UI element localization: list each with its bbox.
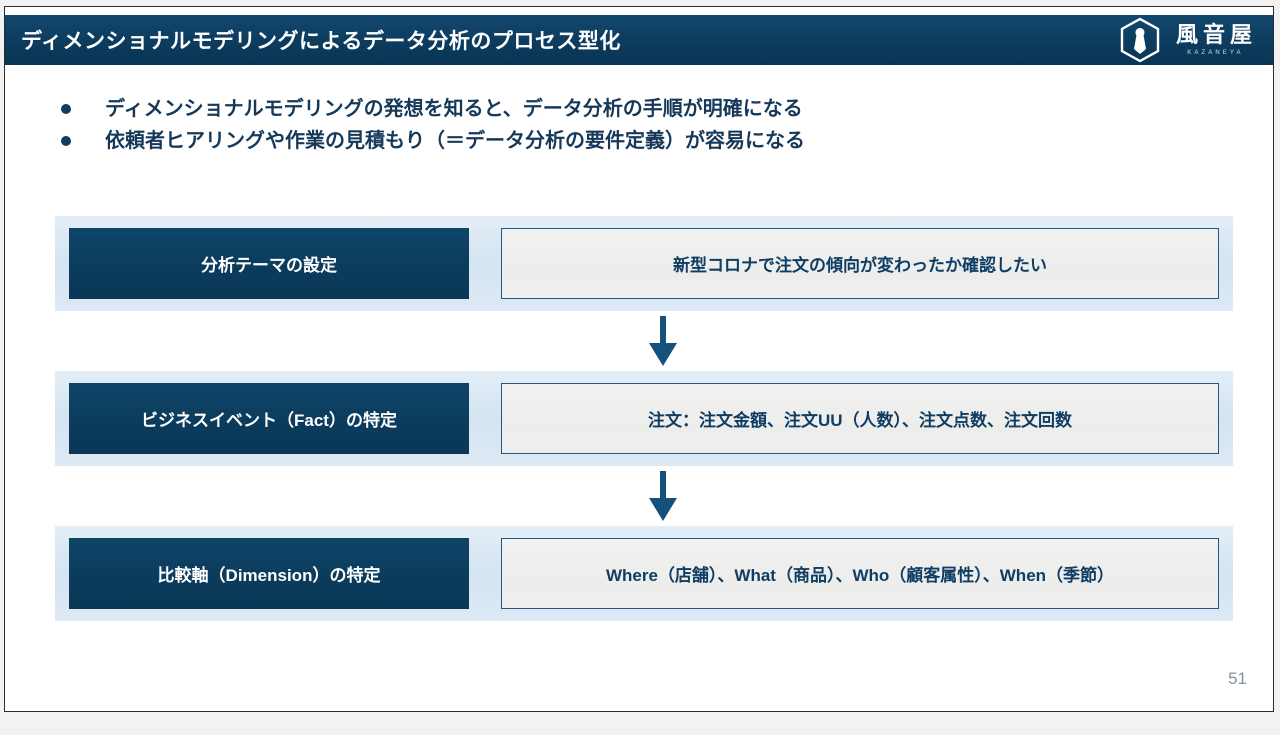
kazaneya-hex-logo-icon: [1118, 17, 1162, 63]
arrow-stem: [660, 471, 666, 501]
bullet-text: ディメンショナルモデリングの発想を知ると、データ分析の手順が明確になる: [105, 98, 803, 120]
list-item: ディメンショナルモデリングの発想を知ると、データ分析の手順が明確になる: [61, 95, 1161, 124]
process-row: ビジネスイベント（Fact）の特定 注文：注文金額、注文UU（人数）、注文点数、…: [55, 371, 1233, 466]
process-row: 分析テーマの設定 新型コロナで注文の傾向が変わったか確認したい: [55, 216, 1233, 311]
down-arrow-icon: [641, 471, 685, 521]
bullet-text: 依頼者ヒアリングや作業の見積もり（＝データ分析の要件定義）が容易になる: [105, 130, 805, 152]
process-step-value: Where（店舗）、What（商品）、Who（顧客属性）、When（季節）: [501, 538, 1219, 609]
arrow-stem: [660, 316, 666, 346]
brand-logo-text: 風音屋 KAZANEYA: [1171, 22, 1257, 57]
bullet-dot-icon: [61, 136, 71, 146]
process-connector: [55, 311, 1233, 371]
brand-logo: 風音屋 KAZANEYA: [1118, 17, 1263, 63]
arrow-head: [649, 343, 677, 366]
process-step-label: 比較軸（Dimension）の特定: [69, 538, 469, 609]
list-item: 依頼者ヒアリングや作業の見積もり（＝データ分析の要件定義）が容易になる: [61, 127, 1161, 156]
down-arrow-icon: [641, 316, 685, 366]
bullet-dot-icon: [61, 104, 71, 114]
bullet-list: ディメンショナルモデリングの発想を知ると、データ分析の手順が明確になる 依頼者ヒ…: [61, 95, 1161, 159]
process-step-label: ビジネスイベント（Fact）の特定: [69, 383, 469, 454]
brand-logo-kanji: 風音屋: [1175, 22, 1257, 47]
slide-header-bar: ディメンショナルモデリングによるデータ分析のプロセス型化 風音屋 KAZANEY…: [5, 15, 1273, 65]
process-step-value: 注文：注文金額、注文UU（人数）、注文点数、注文回数: [501, 383, 1219, 454]
process-row: 比較軸（Dimension）の特定 Where（店舗）、What（商品）、Who…: [55, 526, 1233, 621]
process-diagram: 分析テーマの設定 新型コロナで注文の傾向が変わったか確認したい ビジネスイベント…: [55, 216, 1233, 621]
brand-logo-roman: KAZANEYA: [1187, 50, 1244, 56]
page-number: 51: [1228, 669, 1247, 688]
arrow-head: [649, 498, 677, 521]
process-step-value: 新型コロナで注文の傾向が変わったか確認したい: [501, 228, 1219, 299]
slide-canvas: ディメンショナルモデリングによるデータ分析のプロセス型化 風音屋 KAZANEY…: [4, 6, 1274, 712]
process-connector: [55, 466, 1233, 526]
process-step-label: 分析テーマの設定: [69, 228, 469, 299]
slide-title: ディメンショナルモデリングによるデータ分析のプロセス型化: [21, 30, 621, 53]
